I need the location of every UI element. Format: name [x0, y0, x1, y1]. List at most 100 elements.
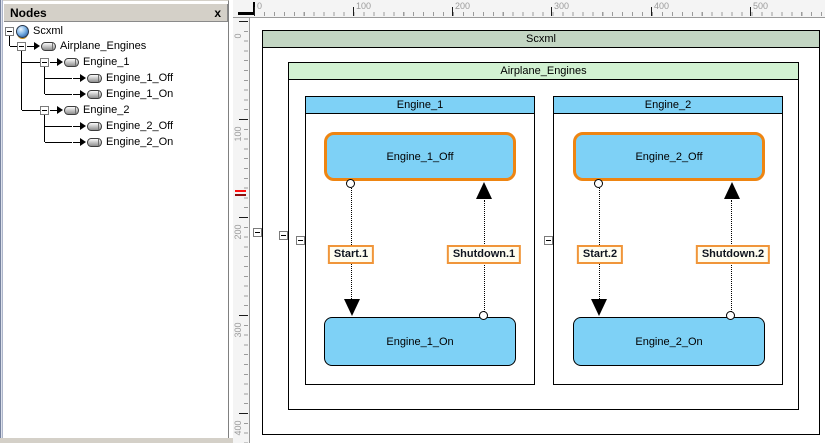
- state-engine-1-off[interactable]: Engine_1_Off: [324, 132, 516, 181]
- ruler-label: 100: [356, 1, 372, 11]
- transition-label-text: Start.2: [582, 248, 618, 260]
- node-icon: [64, 105, 79, 115]
- tree-connector-line: [9, 36, 10, 46]
- node-icon: [64, 57, 79, 67]
- tree-item-engine-1-off[interactable]: Engine_1_Off: [72, 71, 173, 85]
- transition-start-2-source-port[interactable]: [594, 179, 603, 188]
- window-bottom-edge: [0, 438, 233, 443]
- ruler-origin-mark: [238, 12, 255, 15]
- tree-item-label: Engine_2_On: [106, 136, 174, 148]
- tree-connector-line: [22, 62, 40, 63]
- tree-connector-line: [45, 78, 72, 79]
- arrow-icon: [73, 121, 86, 131]
- ruler-label: 400: [233, 420, 243, 436]
- tree-item-engine-2-off[interactable]: Engine_2_Off: [72, 119, 173, 133]
- ruler-tick: [239, 315, 248, 316]
- state-engine-2-off[interactable]: Engine_2_Off: [573, 132, 765, 181]
- nodes-panel-titlebar: Nodes x: [3, 3, 228, 22]
- arrow-icon: [27, 41, 40, 51]
- ruler-tick: [452, 7, 453, 16]
- expand-toggle-icon[interactable]: [40, 105, 49, 115]
- state-engine-1-on[interactable]: Engine_1_On: [324, 317, 516, 366]
- collapse-toggle-scxml[interactable]: [253, 228, 262, 237]
- expand-toggle-icon[interactable]: [5, 26, 14, 36]
- node-icon: [87, 89, 102, 99]
- node-icon: [87, 121, 102, 131]
- transition-shutdown-1-label[interactable]: Shutdown.1: [446, 245, 522, 264]
- ruler-tick: [239, 119, 248, 120]
- ruler-label: 500: [753, 1, 769, 11]
- transition-shutdown-2-source-port[interactable]: [726, 311, 735, 320]
- tree-item-label: Airplane_Engines: [60, 40, 147, 52]
- close-icon[interactable]: x: [214, 5, 221, 20]
- ruler-label: 300: [233, 322, 243, 338]
- ruler-label: 200: [233, 224, 243, 240]
- tree-item-engine-1[interactable]: Engine_1: [40, 55, 130, 69]
- ruler-tick: [239, 413, 248, 414]
- transition-start-1-label[interactable]: Start.1: [327, 245, 375, 264]
- tree-item-engine-2[interactable]: Engine_2: [40, 103, 130, 117]
- tree-item-engine-1-on[interactable]: Engine_1_On: [72, 87, 173, 101]
- ruler-minor-ticks: [244, 21, 248, 443]
- tree-connector-line: [21, 51, 22, 110]
- ruler-position-marker: [235, 190, 246, 192]
- tree-item-engine-2-on[interactable]: Engine_2_On: [72, 135, 173, 149]
- engine-2-header[interactable]: Engine_2: [554, 97, 782, 114]
- transition-shutdown-1-arrowhead-icon: [476, 182, 492, 199]
- node-icon: [41, 41, 56, 51]
- arrow-icon: [50, 105, 63, 115]
- transition-start-2-label[interactable]: Start.2: [576, 245, 624, 264]
- tree-connector-line: [45, 126, 72, 127]
- tree-connector-line: [44, 115, 45, 142]
- tree-item-label: Engine_1_On: [106, 88, 174, 100]
- state-label: Engine_1_Off: [386, 150, 454, 163]
- ruler-label: 100: [233, 126, 243, 142]
- transition-label-text: Shutdown.1: [452, 248, 516, 260]
- collapse-toggle-engine-1[interactable]: [296, 236, 305, 245]
- ruler-label: 300: [554, 1, 570, 11]
- tree-connector-line: [45, 142, 72, 143]
- state-label: Engine_2_On: [635, 335, 703, 348]
- engine-1-header[interactable]: Engine_1: [306, 97, 534, 114]
- airplane-engines-header[interactable]: Airplane_Engines: [289, 63, 798, 80]
- ruler-tick: [551, 7, 552, 16]
- tree-connector-line: [22, 110, 40, 111]
- arrow-icon: [73, 73, 86, 83]
- tree-connector-line: [44, 67, 45, 94]
- transition-start-2-line[interactable]: [599, 188, 600, 299]
- tree-item-airplane-engines[interactable]: Airplane_Engines: [17, 39, 146, 53]
- horizontal-ruler: 0 100 200 300 400 500: [233, 0, 825, 18]
- collapse-toggle-engine-2[interactable]: [544, 236, 553, 245]
- ruler-label: 0: [233, 33, 243, 39]
- collapse-toggle-airplane-engines[interactable]: [279, 231, 288, 240]
- scxml-container-header[interactable]: Scxml: [263, 31, 819, 48]
- arrow-icon: [50, 57, 63, 67]
- tree-item-label: Engine_1: [83, 56, 130, 68]
- tree-item-scxml[interactable]: Scxml: [5, 24, 63, 38]
- ruler-label: 400: [654, 1, 670, 11]
- panel-title: Nodes: [10, 5, 47, 20]
- transition-shutdown-1-source-port[interactable]: [479, 311, 488, 320]
- state-engine-2-on[interactable]: Engine_2_On: [573, 317, 765, 366]
- transition-shutdown-2-label[interactable]: Shutdown.2: [695, 245, 771, 264]
- diagram-canvas[interactable]: Scxml Airplane_Engines Engine_1 Engine_2: [250, 18, 825, 443]
- scxml-container-label: Scxml: [526, 33, 556, 45]
- transition-start-1-line[interactable]: [351, 188, 352, 299]
- ruler-tick: [254, 7, 255, 16]
- transition-shutdown-2-arrowhead-icon: [724, 182, 740, 199]
- arrow-icon: [73, 89, 86, 99]
- engine-2-label: Engine_2: [644, 99, 692, 111]
- expand-toggle-icon[interactable]: [17, 41, 26, 51]
- window-left-edge: [0, 0, 3, 443]
- state-label: Engine_1_On: [386, 335, 454, 348]
- airplane-engines-label: Airplane_Engines: [500, 65, 587, 77]
- transition-label-text: Start.1: [333, 248, 369, 260]
- transition-start-1-source-port[interactable]: [346, 179, 355, 188]
- expand-toggle-icon[interactable]: [40, 57, 49, 67]
- node-icon: [87, 73, 102, 83]
- nodes-tree: Scxml Airplane_Engines Engine_1 Engine_1…: [0, 23, 227, 437]
- tree-item-label: Engine_1_Off: [106, 72, 174, 84]
- ruler-tick: [239, 217, 248, 218]
- ruler-tick: [750, 7, 751, 16]
